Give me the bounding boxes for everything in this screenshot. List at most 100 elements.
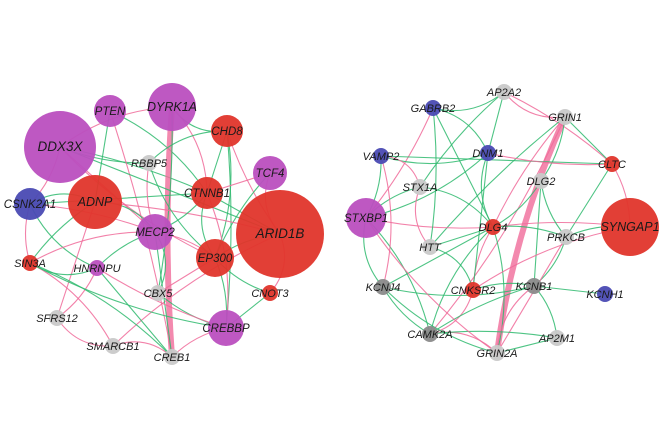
edge-stx1a-dlg4: [419, 186, 494, 228]
node-ap2a2: [496, 84, 512, 100]
edge-grin1-dlg4: [492, 116, 566, 228]
node-cnot3: [262, 285, 278, 301]
node-label-dnm1: DNM1: [472, 148, 503, 160]
node-label-stx1a: STX1A: [403, 182, 438, 194]
node-label-ddx3x: DDX3X: [37, 139, 83, 154]
node-label-chd8: CHD8: [211, 126, 243, 138]
node-ap2m1: [549, 330, 565, 346]
edge-dlg4-grin2a: [492, 226, 505, 354]
node-dlg4: [485, 219, 501, 235]
node-label-cltc: CLTC: [598, 159, 626, 171]
edge-dnm1-cnksr2: [472, 152, 489, 291]
edge-stxbp1-grin2a: [365, 217, 498, 354]
edge-vamp2-kcnj4: [380, 155, 392, 288]
edge-gabrb2-htt: [429, 107, 437, 248]
edge-dnm1-cltc: [487, 152, 613, 166]
node-kcnh1: [597, 286, 613, 302]
node-label-cbx5: CBX5: [144, 288, 174, 300]
edge-sin3a-creb1: [29, 262, 173, 358]
edge-vamp2-cltc: [380, 155, 613, 165]
node-label-pten: PTEN: [95, 106, 126, 118]
node-sin3a: [22, 255, 38, 271]
node-label-kcnh1: KCNH1: [586, 289, 623, 301]
edge-grin1-grin2a: [494, 114, 568, 356]
node-stx1a: [412, 179, 428, 195]
node-label-cnot3: CNOT3: [251, 288, 289, 300]
node-label-dlg2: DLG2: [527, 176, 556, 188]
node-tcf4: [253, 156, 287, 190]
node-syngap1: [601, 198, 659, 256]
node-grin1: [557, 109, 573, 125]
node-label-dyrk1a: DYRK1A: [147, 100, 197, 114]
node-arid1b: [236, 190, 324, 278]
edge-dlg4-camk2a: [429, 226, 494, 335]
node-camk2a: [422, 326, 438, 342]
node-dnm1: [480, 145, 496, 161]
node-smarcb1: [105, 338, 121, 354]
node-label-smarcb1: SMARCB1: [86, 341, 139, 353]
node-pten: [94, 95, 126, 127]
node-label-csnk2a1: CSNK2A1: [4, 199, 56, 211]
node-label-hnrnpu: HNRNPU: [73, 263, 120, 275]
node-label-htt: HTT: [419, 242, 442, 254]
edge-ap2a2-stx1a: [419, 91, 505, 188]
node-hnrnpu: [89, 260, 105, 276]
node-label-grin2a: GRIN2A: [477, 348, 518, 360]
node-label-ap2a2: AP2A2: [486, 87, 521, 99]
edge-kcnj4-grin2a: [382, 286, 498, 354]
node-sfrs12: [49, 310, 65, 326]
node-stxbp1: [346, 198, 386, 238]
node-label-stxbp1: STXBP1: [344, 213, 388, 225]
edge-grin1-htt: [429, 116, 566, 248]
node-label-adnp: ADNP: [77, 195, 113, 209]
node-label-gabrb2: GABRB2: [411, 103, 456, 115]
node-label-prkcb: PRKCB: [547, 232, 585, 244]
node-label-sfrs12: SFRS12: [36, 313, 78, 325]
edge-grin1-camk2a: [429, 116, 566, 335]
edge-dlg2-prkcb: [540, 180, 567, 238]
edge-kcnb1-grin2a: [496, 285, 535, 354]
edges-layer: [24, 91, 631, 360]
node-label-camk2a: CAMK2A: [407, 329, 452, 341]
node-dyrk1a: [148, 83, 196, 131]
node-rbbp5: [141, 155, 157, 171]
edge-cltc-prkcb: [565, 163, 613, 238]
node-label-vamp2: VAMP2: [363, 151, 400, 163]
node-gabrb2: [425, 100, 441, 116]
node-csnk2a1: [14, 188, 46, 220]
node-label-ctnnb1: CTNNB1: [184, 188, 230, 200]
node-dlg2: [533, 173, 549, 189]
edge-kcnj4-kcnb1: [382, 285, 535, 297]
edge-hnrnpu-creb1: [96, 267, 173, 358]
node-label-sin3a: SIN3A: [14, 258, 46, 270]
node-label-ep300: EP300: [198, 253, 233, 265]
edge-dlg4-kcnj4: [382, 226, 494, 288]
node-label-kcnb1: KCNB1: [516, 281, 553, 293]
node-grin2a: [489, 345, 505, 361]
edge-grin1-cltc: [564, 116, 613, 165]
node-label-ap2m1: AP2M1: [538, 333, 575, 345]
node-adnp: [68, 175, 122, 229]
node-crebbp: [208, 310, 244, 346]
node-ep300: [196, 239, 234, 277]
edge-gabrb2-dlg4: [432, 107, 494, 228]
node-vamp2: [373, 148, 389, 164]
node-label-grin1: GRIN1: [548, 112, 582, 124]
node-cltc: [604, 156, 620, 172]
node-label-crebbp: CREBBP: [202, 323, 250, 335]
node-creb1: [164, 349, 180, 365]
node-ddx3x: [24, 111, 96, 183]
node-label-cnksr2: CNKSR2: [451, 285, 496, 297]
node-cnksr2: [465, 282, 481, 298]
edge-sin3a-crebbp: [29, 262, 227, 329]
nodes-layer: [14, 83, 659, 365]
node-ctnnb1: [191, 177, 223, 209]
node-label-kcnj4: KCNJ4: [366, 282, 401, 294]
node-htt: [422, 239, 438, 255]
edge-dlg2-kcnb1: [533, 180, 542, 287]
node-label-arid1b: ARID1B: [255, 226, 305, 241]
node-prkcb: [558, 229, 574, 245]
node-label-creb1: CREB1: [154, 352, 191, 364]
